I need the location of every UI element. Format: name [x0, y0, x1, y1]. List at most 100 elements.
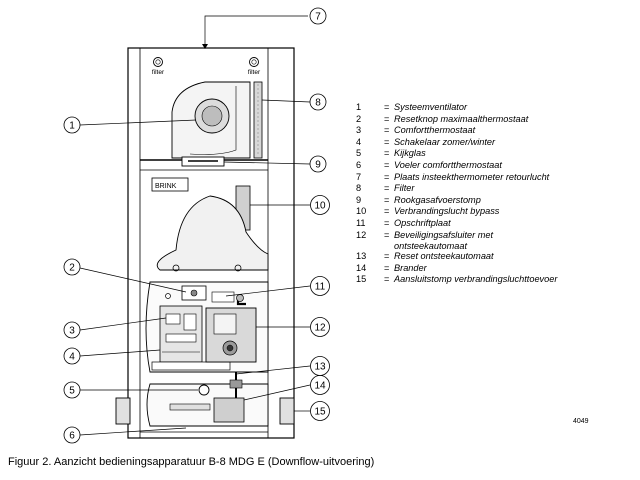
svg-text:4: 4 [69, 352, 75, 363]
legend-number: 15 [356, 274, 367, 285]
filter-right-icon [249, 57, 259, 67]
legend-item: 7 = Plaats insteekthermometer retourlucht [352, 172, 602, 184]
legend-equals: = [384, 183, 390, 194]
legend-item: 6=Voeler comfortthermostaat [352, 160, 602, 172]
svg-text:2: 2 [69, 263, 75, 274]
legend-number: 7 [356, 171, 362, 182]
svg-text:6: 6 [69, 431, 75, 442]
legend-item: 11 = Opschriftplaat [352, 218, 602, 230]
legend-equals: = [384, 217, 390, 228]
callout-1: 1 [63, 116, 81, 134]
filter-right-inner-icon [251, 59, 257, 65]
legend-description: Beveiligingsafsluiter met [394, 229, 494, 240]
callout-7: 7 [309, 7, 327, 25]
legend-number: 11 [356, 217, 366, 228]
callout-4: 4 [63, 347, 81, 365]
svg-text:9: 9 [315, 160, 321, 171]
legend-equals: = [384, 206, 390, 217]
legend-equals: = [384, 159, 390, 170]
sight-glass-icon [198, 384, 210, 396]
air-stub-left [115, 397, 131, 425]
callouts: 1 2 3 4 5 6 7 8 9 10 11 12 13 14 15 [63, 7, 330, 444]
burner [213, 397, 245, 423]
legend-number: 12 [356, 229, 367, 240]
svg-text:11: 11 [315, 282, 326, 293]
legend-equals: = [384, 251, 390, 262]
legend-number: 1 [356, 102, 362, 112]
fan-section [153, 57, 263, 167]
callout-11: 11 [310, 276, 330, 296]
legend-equals: = [384, 262, 390, 273]
air-stub-right [279, 397, 295, 425]
callout-6: 6 [63, 426, 81, 444]
legend-item: 12 = Beveiligingsafsluiter met [352, 230, 602, 242]
callout-10: 10 [310, 195, 330, 215]
svg-text:14: 14 [314, 381, 326, 392]
legend-equals: = [384, 148, 390, 159]
legend-description: Systeemventilator [394, 102, 468, 112]
callout-5: 5 [63, 381, 81, 399]
legend-equals: = [384, 102, 390, 112]
svg-text:1: 1 [69, 121, 75, 132]
panel-screw-icon [234, 264, 242, 272]
legend-description: Reset ontsteekautomaat [394, 251, 494, 262]
legend-equals: = [384, 274, 390, 285]
legend-equals: = [384, 136, 390, 147]
svg-text:15: 15 [314, 407, 326, 418]
legend-equals: = [384, 125, 390, 136]
legend-description: Filter [394, 183, 415, 194]
legend-description: Voeler comfortthermostaat [394, 159, 502, 170]
legend-description: Kijkglas [394, 148, 426, 159]
leader-lines [79, 15, 311, 436]
filter-left-icon [153, 57, 163, 67]
reset-button-icon [190, 289, 198, 297]
svg-text:12: 12 [314, 323, 326, 334]
legend-number: 13 [356, 251, 367, 262]
legend-description: Resetknop maximaalthermostaat [394, 113, 529, 124]
fan-outlet [189, 86, 237, 155]
figure-caption: Figuur 2. Aanzicht bedieningsapparatuur … [8, 456, 375, 468]
legend-description: Plaats insteekthermometer retourlucht [394, 171, 550, 182]
callout-15: 15 [310, 401, 330, 421]
legend-item: 10 = Verbrandingslucht bypass [352, 206, 602, 218]
legend-number: 10 [356, 206, 367, 217]
callout-13: 13 [310, 356, 330, 376]
legend-item: 1 = Systeemventilator [352, 102, 602, 114]
legend-equals: = [384, 194, 390, 205]
svg-text:7: 7 [315, 12, 321, 23]
callout-9: 9 [309, 155, 327, 173]
legend-description: Rookgasafvoerstomp [394, 194, 481, 205]
legend-equals: = [384, 229, 390, 240]
legend-item: 15=Aansluitstomp verbrandingsluchttoevoe… [352, 274, 602, 286]
legend-equals: = [384, 171, 390, 182]
svg-text:3: 3 [69, 326, 75, 337]
svg-text:10: 10 [314, 201, 326, 212]
svg-text:8: 8 [315, 98, 321, 109]
legend-number: 9 [356, 194, 362, 205]
legend-description: Schakelaar zomer/winter [394, 136, 496, 147]
legend-description: ontsteekautomaat [394, 241, 468, 252]
filter-left-label: filter [152, 69, 165, 76]
legend-item: 3=Comfortthermostaat [352, 125, 602, 137]
cutout-panel [156, 195, 269, 271]
legend-item: 14=Brander [352, 263, 602, 275]
legend-description: Comfortthermostaat [394, 125, 476, 136]
fan-hub-icon [201, 105, 223, 127]
legend-description: Verbrandingslucht bypass [394, 206, 500, 217]
controls-section [145, 281, 269, 373]
callout-2: 2 [63, 258, 81, 276]
legend-number: 8 [356, 183, 362, 194]
callout-14: 14 [310, 375, 330, 395]
burner-section [115, 372, 295, 427]
filter-right-label: filter [248, 69, 261, 76]
svg-text:13: 13 [314, 362, 326, 373]
legend-description: Opschriftplaat [394, 217, 451, 228]
legend-number: 14 [356, 262, 367, 273]
legend-item: 13 = Reset ontsteekautomaat [352, 251, 602, 263]
figure-number: 4049 [573, 418, 589, 425]
legend-item: 9 = Rookgasafvoerstomp [352, 195, 602, 207]
legend-equals: = [384, 113, 390, 124]
callout-12: 12 [310, 317, 330, 337]
